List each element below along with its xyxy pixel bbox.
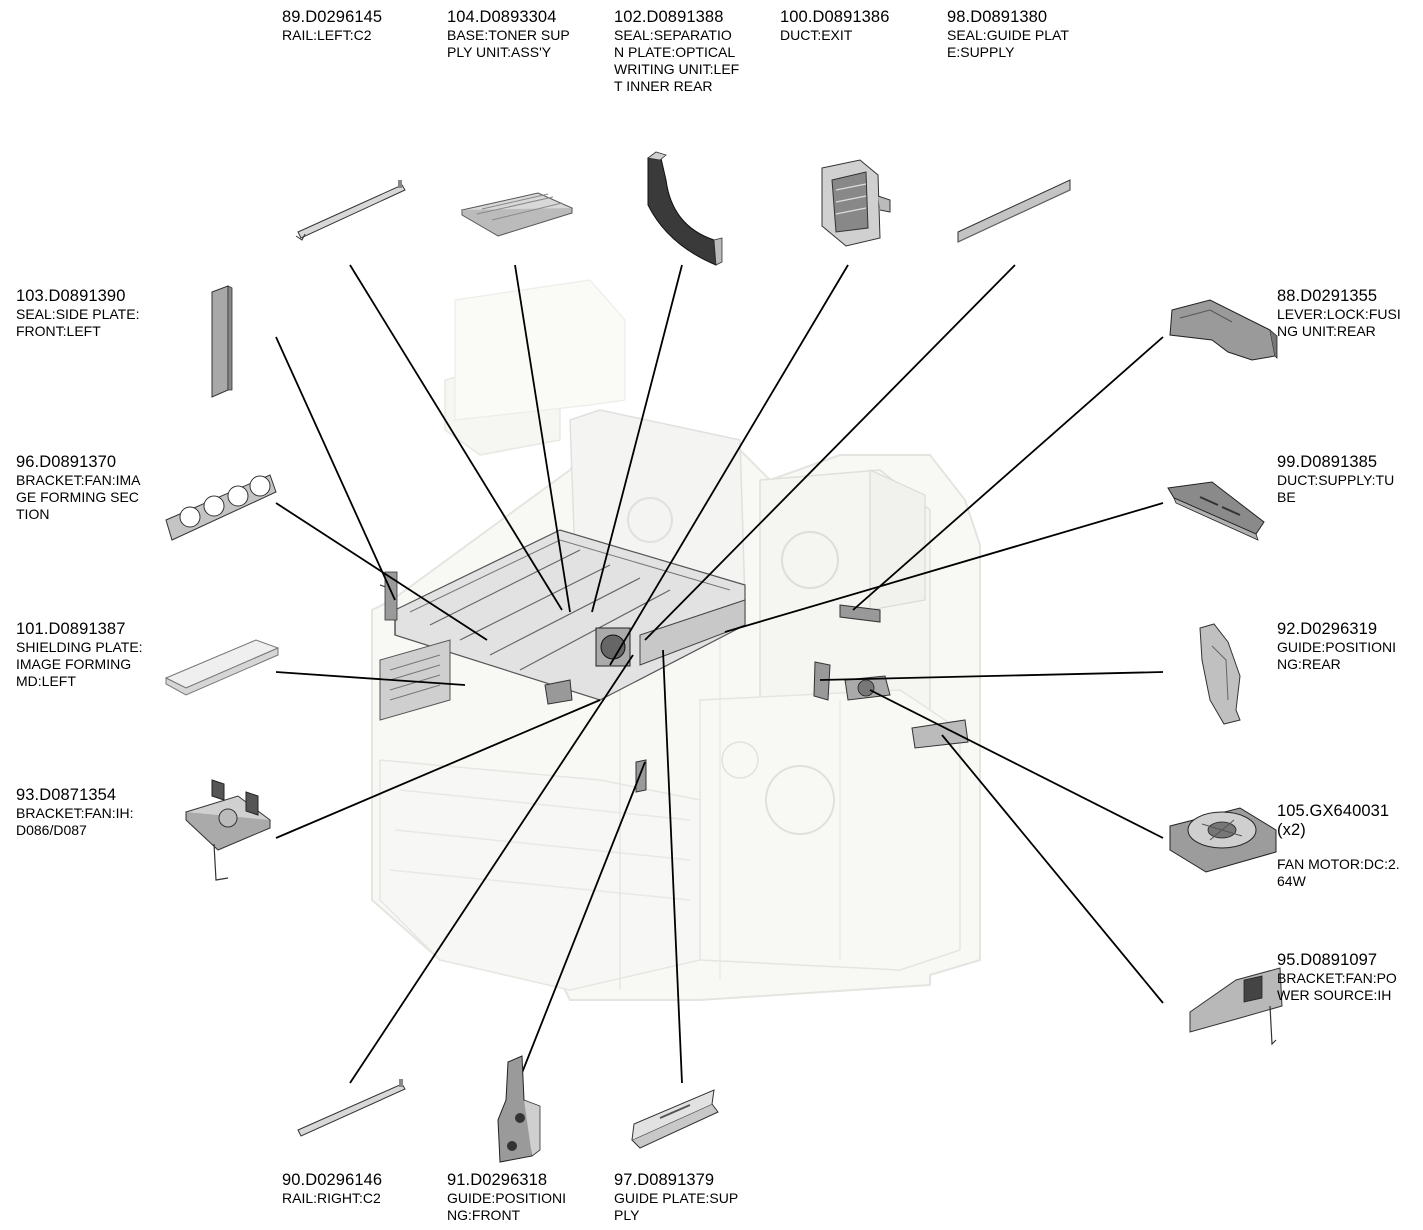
part-description: BRACKET:FAN:IMA GE FORMING SEC TION	[16, 472, 141, 522]
part-number: 105.GX640031 (x2)	[1277, 802, 1390, 839]
part-description: SEAL:SEPARATIO N PLATE:OPTICAL WRITING U…	[614, 27, 740, 94]
leader-lines	[275, 264, 1164, 1084]
part-description: DUCT:SUPPLY:TU BE	[1277, 472, 1395, 505]
part-description: SHIELDING PLATE: IMAGE FORMING MD:LEFT	[16, 639, 143, 689]
part-number: 95.D0891097	[1277, 951, 1378, 969]
part-number: 102.D0891388	[614, 8, 724, 26]
part-105-fan-motor-thumbnail	[1169, 807, 1277, 873]
part-number: 90.D0296146	[282, 1171, 383, 1189]
part-description: SEAL:GUIDE PLAT E:SUPPLY	[947, 27, 1069, 60]
part-100-duct-exit-thumbnail	[821, 159, 891, 247]
part-90-rail-right-thumbnail	[297, 1079, 406, 1137]
part-number: 103.D0891390	[16, 287, 126, 305]
part-number: 89.D0296145	[282, 8, 383, 26]
part-number: 91.D0296318	[447, 1171, 548, 1189]
part-label-96: 96.D0891370 BRACKET:FAN:IMA GE FORMING S…	[16, 453, 176, 523]
part-label-99: 99.D0891385 DUCT:SUPPLY:TU BE	[1277, 453, 1423, 506]
part-number: 98.D0891380	[947, 8, 1048, 26]
part-101-shielding-plate-thumbnail	[164, 639, 280, 696]
part-number: 100.D0891386	[780, 8, 890, 26]
part-103-seal-side-plate-thumbnail	[211, 285, 233, 398]
part-label-98: 98.D0891380 SEAL:GUIDE PLAT E:SUPPLY	[947, 8, 1107, 61]
part-number: 93.D0871354	[16, 786, 117, 804]
part-label-93: 93.D0871354 BRACKET:FAN:IH: D086/D087	[16, 786, 176, 839]
part-98-seal-guide-thumbnail	[957, 179, 1071, 243]
part-description: RAIL:RIGHT:C2	[282, 1190, 381, 1206]
part-93-bracket-fan-ih-thumbnail	[185, 779, 271, 881]
part-104-base-toner-thumbnail	[460, 192, 574, 237]
part-88-lever-thumbnail	[1169, 299, 1278, 361]
part-description: BRACKET:FAN:PO WER SOURCE:IH	[1277, 970, 1397, 1003]
part-description: BRACKET:FAN:IH: D086/D087	[16, 805, 134, 838]
part-95-bracket-fan-power-thumbnail	[1189, 967, 1283, 1046]
part-label-92: 92.D0296319 GUIDE:POSITIONI NG:REAR	[1277, 620, 1423, 673]
part-description: FAN MOTOR:DC:2. 64W	[1277, 856, 1400, 889]
part-label-95: 95.D0891097 BRACKET:FAN:PO WER SOURCE:IH	[1277, 951, 1423, 1004]
part-96-bracket-fan-thumbnail	[165, 474, 277, 541]
part-description: GUIDE:POSITIONI NG:REAR	[1277, 639, 1397, 672]
part-description: GUIDE:POSITIONI NG:FRONT	[447, 1190, 567, 1223]
part-description: GUIDE PLATE:SUP PLY	[614, 1190, 739, 1223]
part-91-guide-front-thumbnail	[497, 1055, 541, 1163]
part-89-rail-left-thumbnail	[295, 180, 406, 241]
part-92-guide-rear-thumbnail	[1199, 623, 1241, 725]
part-description: LEVER:LOCK:FUSI NG UNIT:REAR	[1277, 306, 1401, 339]
part-label-100: 100.D0891386 DUCT:EXIT	[780, 8, 940, 44]
part-description: BASE:TONER SUP PLY UNIT:ASS'Y	[447, 27, 570, 60]
part-number: 88.D0291355	[1277, 287, 1378, 305]
part-label-101: 101.D0891387 SHIELDING PLATE: IMAGE FORM…	[16, 620, 176, 690]
part-label-91: 91.D0296318 GUIDE:POSITIONI NG:FRONT	[447, 1171, 607, 1224]
part-label-90: 90.D0296146 RAIL:RIGHT:C2	[282, 1171, 442, 1207]
part-number: 96.D0891370	[16, 453, 117, 471]
part-description: RAIL:LEFT:C2	[282, 27, 372, 43]
part-number: 97.D0891379	[614, 1171, 715, 1189]
part-label-88: 88.D0291355 LEVER:LOCK:FUSI NG UNIT:REAR	[1277, 287, 1423, 340]
part-label-89: 89.D0296145 RAIL:LEFT:C2	[282, 8, 442, 44]
part-label-102: 102.D0891388 SEAL:SEPARATIO N PLATE:OPTI…	[614, 8, 774, 95]
part-99-duct-supply-thumbnail	[1167, 481, 1265, 541]
part-label-104: 104.D0893304 BASE:TONER SUP PLY UNIT:ASS…	[447, 8, 607, 61]
part-label-105: 105.GX640031 (x2) FAN MOTOR:DC:2. 64W	[1277, 786, 1423, 906]
part-label-103: 103.D0891390 SEAL:SIDE PLATE: FRONT:LEFT	[16, 287, 176, 340]
part-description: SEAL:SIDE PLATE: FRONT:LEFT	[16, 306, 140, 339]
tray-assembly	[379, 529, 969, 793]
part-number: 92.D0296319	[1277, 620, 1378, 638]
part-label-97: 97.D0891379 GUIDE PLATE:SUP PLY	[614, 1171, 774, 1224]
part-97-guide-plate-thumbnail	[631, 1089, 719, 1149]
part-number: 104.D0893304	[447, 8, 557, 26]
part-102-seal-thumbnail	[647, 151, 723, 266]
part-number: 101.D0891387	[16, 620, 126, 638]
part-description: DUCT:EXIT	[780, 27, 853, 43]
part-number: 99.D0891385	[1277, 453, 1378, 471]
